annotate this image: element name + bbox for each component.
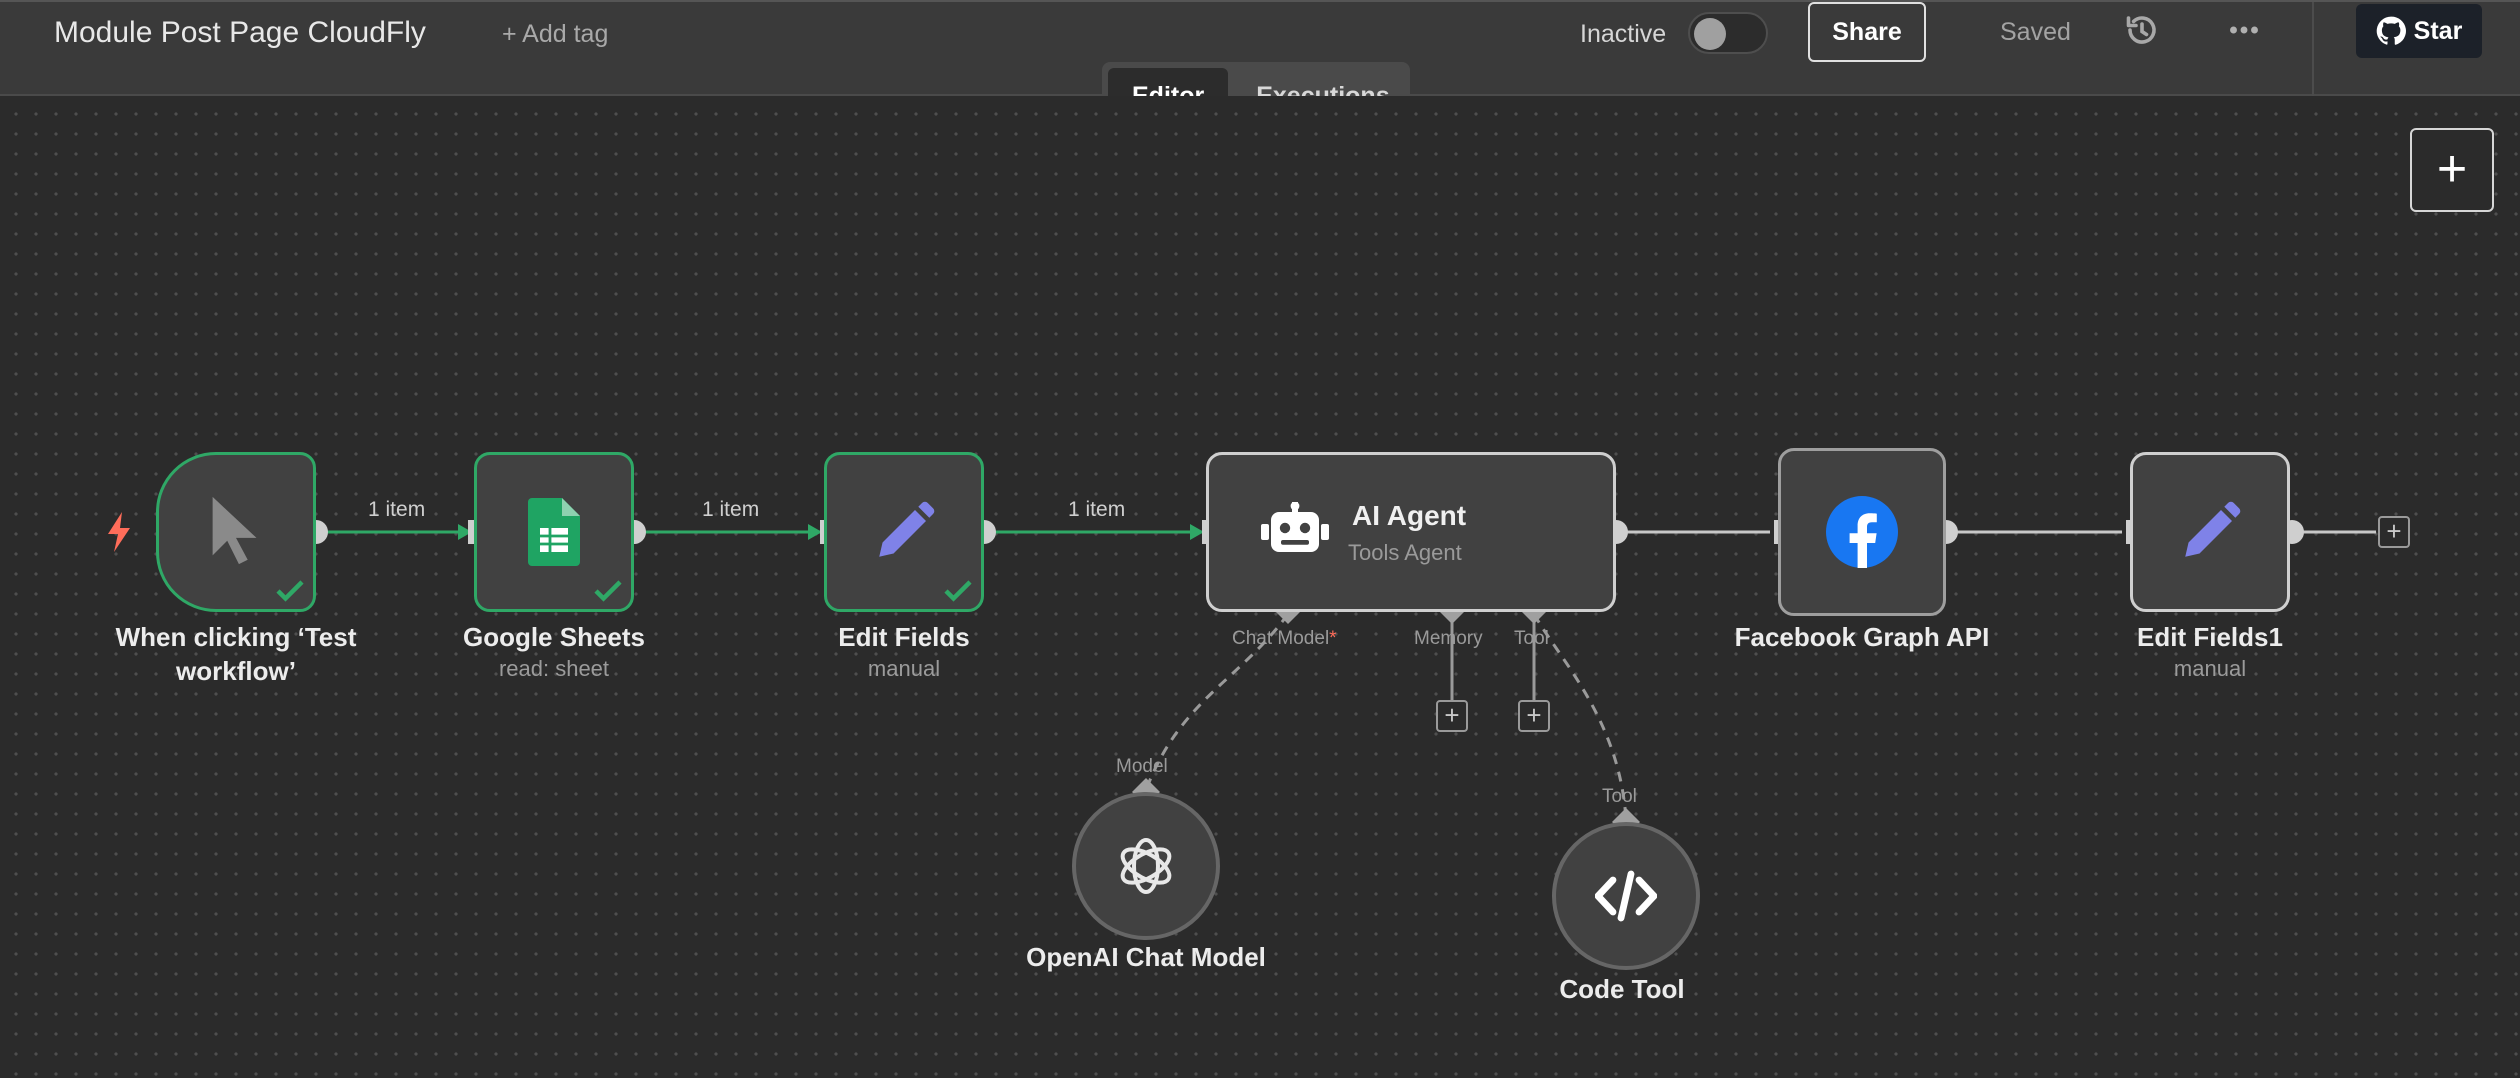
pencil-icon bbox=[879, 501, 935, 557]
required-mark: * bbox=[1329, 628, 1337, 649]
node-facebook-graph-api[interactable] bbox=[1778, 448, 1946, 616]
activate-toggle[interactable] bbox=[1688, 12, 1768, 54]
openai-port-label: Model bbox=[1116, 756, 1168, 777]
node-edit-fields[interactable] bbox=[824, 452, 984, 612]
node-subtitle: manual bbox=[2173, 656, 2247, 681]
more-options-icon[interactable] bbox=[2226, 12, 2262, 48]
node-edit-fields1[interactable] bbox=[2130, 452, 2290, 612]
add-next-node-button[interactable]: + bbox=[2378, 516, 2410, 548]
sheets-input-handle[interactable] bbox=[468, 520, 476, 544]
add-memory-button[interactable]: + bbox=[1436, 700, 1468, 732]
cursor-icon bbox=[212, 496, 257, 565]
connection-item-count: 1 item bbox=[702, 498, 760, 521]
node-code-tool[interactable] bbox=[1552, 822, 1700, 970]
success-check-icon bbox=[276, 580, 304, 602]
node-manual-trigger[interactable] bbox=[156, 452, 316, 612]
codetool-port-label: Tool bbox=[1602, 786, 1637, 807]
facebook-icon bbox=[1826, 496, 1898, 568]
connection-item-count: 1 item bbox=[1068, 498, 1126, 521]
workflow-canvas[interactable] bbox=[0, 96, 2520, 1078]
connection-item-count: 1 item bbox=[368, 498, 426, 521]
node-openai-chat-model[interactable] bbox=[1072, 792, 1220, 940]
add-tag-button[interactable]: + Add tag bbox=[502, 20, 609, 48]
node-label: Edit Fields1 bbox=[2137, 622, 2283, 652]
port-label-text: Chat Model bbox=[1232, 628, 1330, 649]
success-check-icon bbox=[944, 580, 972, 602]
agent-tool-port-label: Tool bbox=[1514, 628, 1549, 649]
star-label: Star bbox=[2413, 16, 2463, 45]
share-button[interactable]: Share bbox=[1808, 2, 1926, 62]
agent-title: AI Agent bbox=[1352, 500, 1467, 531]
node-ai-agent[interactable] bbox=[1206, 452, 1616, 612]
node-label: When clicking ‘Test workflow’ bbox=[115, 622, 357, 686]
node-label: Google Sheets bbox=[462, 622, 646, 652]
robot-icon bbox=[1261, 502, 1329, 552]
node-google-sheets[interactable] bbox=[474, 452, 634, 612]
active-status-label: Inactive bbox=[1580, 20, 1667, 48]
node-subtitle: manual bbox=[867, 656, 941, 681]
header-divider bbox=[2312, 2, 2314, 98]
agent-memory-port-label: Memory bbox=[1414, 628, 1483, 649]
add-node-button[interactable]: + bbox=[2410, 128, 2494, 212]
connection-edit-to-agent[interactable] bbox=[984, 524, 1204, 540]
connection-openai-to-agent[interactable] bbox=[1144, 613, 1290, 791]
github-star-button[interactable]: Star bbox=[2356, 4, 2482, 58]
success-check-icon bbox=[594, 580, 622, 602]
agent-chat-model-port-label: Chat Model* bbox=[1232, 628, 1337, 650]
toggle-knob bbox=[1694, 18, 1726, 50]
code-icon bbox=[1595, 870, 1657, 922]
pencil-icon bbox=[2185, 501, 2241, 557]
workflow-title[interactable]: Module Post Page CloudFly bbox=[54, 16, 426, 49]
connection-sheets-to-edit[interactable] bbox=[634, 524, 822, 540]
add-tool-button[interactable]: + bbox=[1518, 700, 1550, 732]
google-sheets-icon bbox=[528, 498, 580, 566]
agent-subtitle: Tools Agent bbox=[1348, 540, 1462, 565]
trigger-bolt-icon bbox=[108, 512, 130, 552]
node-label: Edit Fields bbox=[838, 622, 970, 652]
node-label: Code Tool bbox=[1559, 974, 1685, 1004]
node-subtitle: read: sheet bbox=[498, 656, 610, 681]
node-label: Facebook Graph API bbox=[1734, 622, 1990, 652]
connection-codetool-to-agent[interactable] bbox=[1532, 613, 1628, 821]
node-label: OpenAI Chat Model bbox=[1026, 942, 1266, 972]
connection-trigger-to-sheets[interactable] bbox=[316, 524, 472, 540]
history-icon[interactable] bbox=[2124, 12, 2160, 48]
github-icon bbox=[2376, 16, 2406, 45]
openai-icon bbox=[1120, 838, 1172, 894]
saved-status: Saved bbox=[2000, 18, 2071, 46]
